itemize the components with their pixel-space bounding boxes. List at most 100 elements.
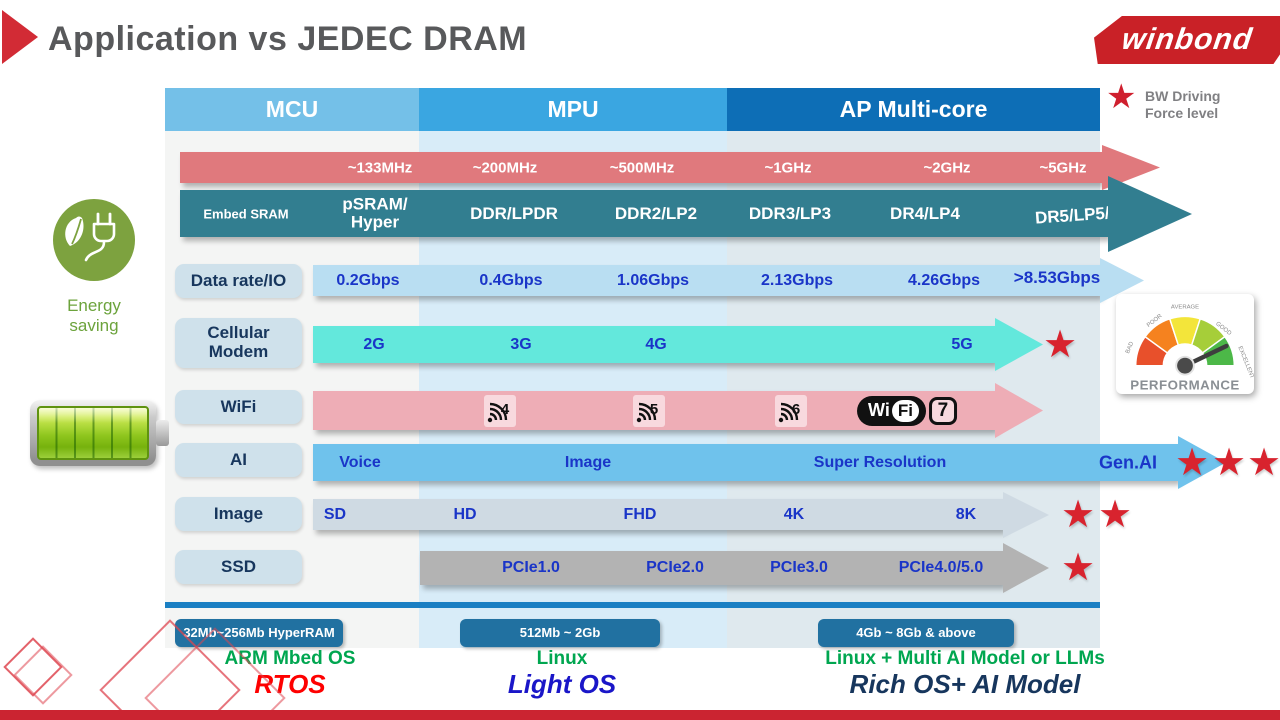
column-header-ap: AP Multi-core: [727, 88, 1100, 131]
cellular-modem-arrow: 2G 3G 4G 5G: [313, 326, 995, 363]
os-note-mcu-bottom: RTOS: [254, 669, 326, 699]
row-label-data-rate: Data rate/IO: [175, 264, 302, 298]
data-rate-2: 1.06Gbps: [616, 271, 690, 289]
ssd-pcie2: PCIe2.0: [646, 559, 704, 576]
cellular-4g: 4G: [645, 335, 667, 353]
svg-text:EXCELLENT: EXCELLENT: [1236, 345, 1254, 380]
os-note-ap-top: Linux + Multi AI Model or LLMs: [825, 648, 1105, 669]
os-note-mpu-bottom: Light OS: [507, 669, 617, 699]
dram-psram-hyper: pSRAM/ Hyper: [342, 193, 408, 232]
image-sd: SD: [323, 505, 347, 523]
data-rate-3: 2.13Gbps: [760, 271, 834, 289]
svg-text:BAD: BAD: [1125, 341, 1135, 355]
cellular-level-star-icon: ★: [1042, 324, 1078, 366]
row-label-wifi: WiFi: [175, 390, 302, 424]
ssd-pcie-arrow: PCIe1.0 PCIe2.0 PCIe3.0 PCIe4.0/5.0: [420, 551, 1003, 585]
battery-cells: [37, 406, 149, 460]
dram-ddr2-lp2: DDR2/LP2: [614, 203, 698, 223]
wifi4-icon: 4: [484, 394, 516, 427]
battery-terminal: [156, 420, 169, 446]
ai-level-star-icon-2: ★: [1211, 442, 1247, 484]
ai-level-star-icon-3: ★: [1246, 442, 1280, 484]
wifi6-icon: 6: [775, 394, 807, 427]
svg-text:PERFORMANCE: PERFORMANCE: [1130, 377, 1240, 392]
ssd-pcie1: PCIe1.0: [502, 559, 560, 576]
capacity-badge-4gb-8gb: 4Gb ~ 8Gb & above: [818, 619, 1014, 647]
image-4k: 4K: [783, 505, 805, 523]
winbond-logo: winbond: [1094, 16, 1280, 64]
ai-image: Image: [564, 453, 612, 471]
dram-embed-sram: Embed SRAM: [203, 206, 289, 221]
ai-level-star-icon-1: ★: [1174, 442, 1210, 484]
capacity-badge-512mb-2gb: 512Mb ~ 2Gb: [460, 619, 660, 647]
wifi7-number: 7: [928, 396, 957, 425]
dram-dr4-lp4: DR4/LP4: [890, 203, 960, 223]
image-8k: 8K: [955, 505, 977, 523]
ai-gen-ai: Gen.AI: [1098, 452, 1158, 472]
energy-saving-icon: [52, 198, 136, 287]
wifi7-pill: Wi Fi: [857, 395, 926, 426]
ai-arrow: Voice Image Super Resolution Gen.AI: [313, 444, 1178, 481]
title-arrow-icon: [2, 10, 38, 64]
data-rate-4: 4.26Gbps: [907, 271, 981, 289]
image-resolution-arrow: SD HD FHD 4K 8K: [313, 499, 1003, 530]
image-hd: HD: [453, 505, 477, 523]
image-level-star-icon-1: ★: [1060, 494, 1096, 536]
row-label-ai: AI: [175, 443, 302, 477]
bw-force-legend: BW Driving Force level: [1145, 88, 1220, 122]
ssd-pcie3: PCIe3.0: [770, 559, 828, 576]
data-rate-1: 0.4Gbps: [479, 271, 543, 289]
freq-1ghz: ~1GHz: [764, 159, 812, 176]
footer-red-bar: [0, 710, 1280, 720]
os-note-ap-bottom: Rich OS+ AI Model: [849, 669, 1081, 699]
data-rate-0: 0.2Gbps: [336, 271, 400, 289]
column-header-mcu: MCU: [165, 88, 419, 131]
ai-voice: Voice: [339, 453, 381, 471]
ssd-pcie45: PCIe4.0/5.0: [898, 559, 984, 576]
freq-200mhz: ~200MHz: [472, 159, 538, 176]
column-header-mpu: MPU: [419, 88, 727, 131]
dram-generation-arrowhead: [1108, 176, 1192, 252]
svg-text:5: 5: [650, 401, 658, 418]
freq-133mhz: ~133MHz: [347, 159, 413, 176]
dram-generation-arrow: Embed SRAM pSRAM/ Hyper DDR/LPDR DDR2/LP…: [180, 190, 1170, 237]
bw-force-legend-line2: Force level: [1145, 104, 1219, 121]
bw-force-legend-line1: BW Driving: [1145, 88, 1221, 104]
bw-force-star-icon: ★: [1106, 78, 1137, 116]
wifi-arrow: 4 5 6 Wi Fi 7: [313, 391, 995, 430]
svg-text:4: 4: [501, 401, 510, 418]
data-rate-5: >8.53Gbps: [1013, 268, 1101, 288]
os-note-mpu-top: Linux: [536, 648, 588, 669]
wifi7-fi-text: Fi: [891, 399, 919, 422]
svg-text:6: 6: [792, 401, 800, 418]
data-rate-arrow: 0.2Gbps 0.4Gbps 1.06Gbps 2.13Gbps 4.26Gb…: [313, 265, 1100, 296]
freq-2ghz: ~2GHz: [923, 159, 971, 176]
image-level-star-icon-2: ★: [1097, 494, 1133, 536]
capacity-badge-hyperram: 32Mb~256Mb HyperRAM: [175, 619, 343, 647]
ai-super-resolution: Super Resolution: [813, 453, 947, 471]
performance-gauge: BAD POOR AVERAGE GOOD EXCELLENT PERFORMA…: [1116, 294, 1255, 394]
wifi5-icon: 5: [633, 394, 665, 427]
freq-5ghz: ~5GHz: [1039, 159, 1087, 176]
cellular-2g: 2G: [363, 335, 385, 353]
dram-ddr3-lp3: DDR3/LP3: [748, 203, 832, 223]
page-title: Application vs JEDEC DRAM: [48, 20, 528, 58]
row-label-cellular-modem: Cellular Modem: [175, 318, 302, 368]
cellular-3g: 3G: [510, 335, 532, 353]
wifi7-logo: Wi Fi 7: [857, 395, 957, 426]
os-note-mcu-top: ARM Mbed OS: [224, 648, 356, 669]
capacity-divider-line: [165, 602, 1100, 608]
wifi7-wi-text: Wi: [868, 400, 890, 420]
ssd-level-star-icon: ★: [1060, 547, 1096, 589]
row-label-ssd: SSD: [175, 550, 302, 584]
winbond-logo-text: winbond: [1119, 23, 1255, 56]
energy-saving-label: Energy saving: [67, 296, 121, 335]
svg-text:AVERAGE: AVERAGE: [1171, 305, 1199, 311]
image-fhd: FHD: [623, 505, 657, 523]
cellular-5g: 5G: [951, 335, 973, 353]
battery-icon: [30, 400, 170, 466]
row-label-image: Image: [175, 497, 302, 531]
freq-500mhz: ~500MHz: [609, 159, 675, 176]
cpu-frequency-arrow: ~133MHz ~200MHz ~500MHz ~1GHz ~2GHz ~5GH…: [180, 152, 1102, 183]
